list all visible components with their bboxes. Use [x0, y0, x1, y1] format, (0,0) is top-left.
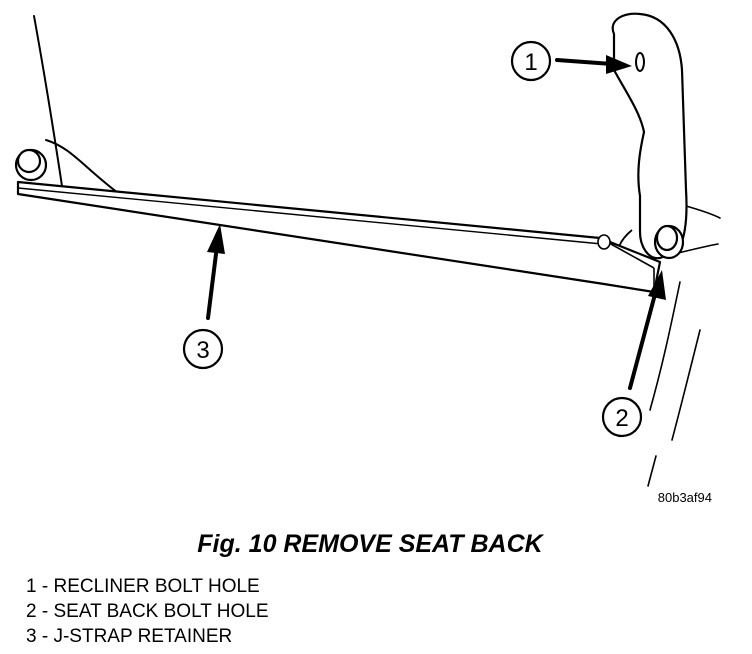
seat-back-outline	[33, 15, 123, 197]
legend-label: RECLINER BOLT HOLE	[53, 576, 260, 597]
j-strap-retainer	[16, 180, 662, 294]
recliner-bolt-hole	[635, 52, 645, 72]
legend-label: J-STRAP RETAINER	[53, 626, 233, 647]
leader-arrow-1	[555, 55, 632, 74]
seat-back-diagram: 1 2 3 80b3af94	[14, 12, 721, 505]
left-bolt-head	[14, 148, 48, 182]
legend-separator: -	[36, 601, 54, 622]
leader-arrow-2	[628, 270, 666, 390]
callout-1: 1	[510, 40, 552, 82]
callout-1-number: 1	[524, 49, 537, 76]
legend-number: 1	[26, 576, 37, 597]
figure-caption: Fig. 10 REMOVE SEAT BACK	[197, 530, 543, 558]
leader-arrow-3	[206, 224, 225, 320]
leader-arrows	[206, 55, 666, 390]
legend-item: 1 - RECLINER BOLT HOLE	[26, 574, 269, 599]
legend-list: 1 - RECLINER BOLT HOLE 2 - SEAT BACK BOL…	[26, 574, 269, 649]
callout-2: 2	[601, 396, 643, 438]
bolt-heads	[14, 148, 685, 260]
legend-item: 3 - J-STRAP RETAINER	[26, 624, 269, 649]
callout-2-number: 2	[615, 405, 628, 432]
recliner-bracket	[611, 12, 688, 263]
legend-number: 2	[26, 601, 37, 622]
callout-3-number: 3	[196, 337, 209, 364]
seat-back-bolt-head	[653, 224, 685, 260]
legend-item: 2 - SEAT BACK BOLT HOLE	[26, 599, 269, 624]
legend-separator: -	[36, 626, 54, 647]
legend-label: SEAT BACK BOLT HOLE	[53, 601, 269, 622]
callouts: 1 2 3	[182, 40, 643, 438]
callout-3: 3	[182, 328, 224, 370]
legend-number: 3	[26, 626, 37, 647]
legend-separator: -	[36, 576, 54, 597]
image-code: 80b3af94	[658, 490, 712, 505]
